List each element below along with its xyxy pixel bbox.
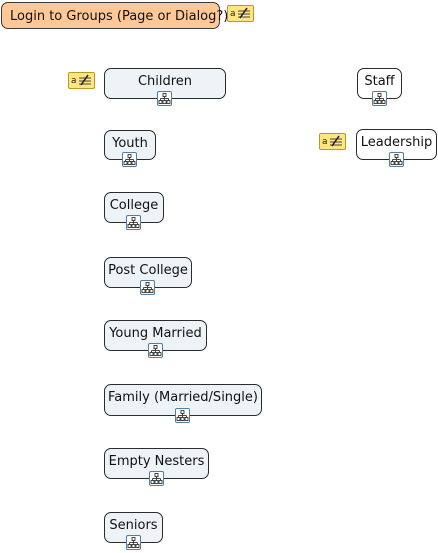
subdiagram-icon[interactable] [140, 280, 155, 295]
node-label: Seniors [109, 518, 158, 533]
subdiagram-icon[interactable] [125, 535, 141, 550]
subdiagram-icon[interactable] [388, 152, 404, 167]
node-label: Leadership [360, 135, 433, 150]
node-label: Post College [108, 263, 188, 278]
node-label: Family (Married/Single) [108, 390, 258, 405]
node-empty-nesters[interactable]: Empty Nesters [104, 448, 209, 486]
note-icon[interactable]: a [68, 72, 96, 90]
svg-text:a: a [230, 9, 236, 19]
note-icon[interactable]: a [227, 5, 255, 23]
subdiagram-icon[interactable] [147, 343, 163, 358]
node-youth[interactable]: Youth [104, 130, 156, 167]
subdiagram-icon[interactable] [148, 471, 164, 486]
root-label: Login to Groups (Page or Dialog?) [10, 9, 229, 24]
node-label: Youth [112, 136, 148, 151]
subdiagram-icon[interactable] [175, 408, 190, 423]
node-college[interactable]: College [104, 192, 164, 230]
node-children[interactable]: Children [104, 68, 226, 106]
subdiagram-icon[interactable] [122, 152, 137, 167]
root-node[interactable]: Login to Groups (Page or Dialog?) [1, 2, 228, 29]
node-post-college[interactable]: Post College [104, 257, 192, 295]
node-staff[interactable]: Staff [357, 68, 402, 106]
node-seniors[interactable]: Seniors [104, 512, 163, 550]
node-label: Young Married [109, 326, 202, 341]
node-label: College [109, 198, 159, 213]
node-family[interactable]: Family (Married/Single) [104, 384, 262, 423]
node-young-married[interactable]: Young Married [104, 320, 207, 358]
node-label: Children [137, 74, 193, 89]
note-icon[interactable]: a [319, 133, 347, 151]
svg-text:a: a [322, 137, 328, 147]
node-leadership[interactable]: Leadership [356, 129, 437, 167]
svg-text:a: a [71, 76, 77, 86]
subdiagram-icon[interactable] [371, 91, 387, 106]
node-label: Staff [364, 74, 395, 89]
subdiagram-icon[interactable] [157, 91, 172, 106]
node-label: Empty Nesters [108, 454, 205, 469]
subdiagram-icon[interactable] [126, 215, 141, 230]
